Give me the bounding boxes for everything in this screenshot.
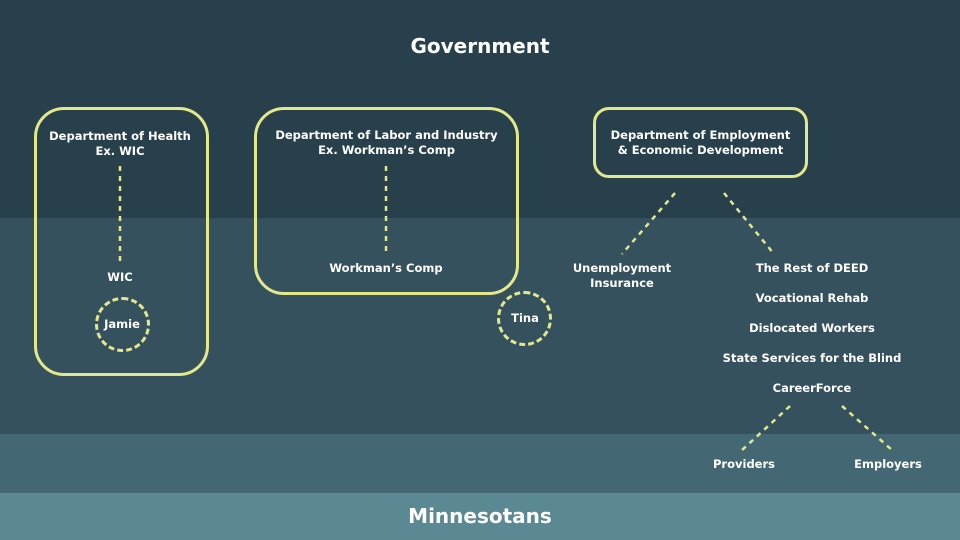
jamie-circle: [95, 297, 150, 352]
careerforce-to-employers-connector: [841, 405, 893, 451]
careerforce-label: CareerForce: [772, 381, 852, 395]
minnesotans-label: Minnesotans: [408, 504, 552, 528]
rest-of-deed-label: The Rest of DEED: [755, 261, 869, 275]
deed-to-ui-connector: [621, 192, 676, 255]
providers-label: Providers: [713, 457, 775, 471]
deed-to-rest-connector: [723, 192, 775, 255]
employers-label: Employers: [854, 457, 922, 471]
department-of-labor-box: [254, 107, 519, 295]
tina-circle: [497, 291, 552, 346]
careerforce-to-providers-connector: [741, 405, 791, 451]
labor-title: Department of Labor and Industry: [275, 128, 498, 142]
unemployment-insurance-line1: Unemployment: [572, 261, 672, 275]
vocational-rehab-label: Vocational Rehab: [755, 291, 869, 305]
state-services-blind-label: State Services for the Blind: [722, 351, 902, 365]
dislocated-workers-label: Dislocated Workers: [749, 321, 875, 335]
tina-label: Tina: [511, 311, 539, 325]
middle-band: [0, 218, 960, 434]
health-example: Ex. WIC: [95, 144, 145, 158]
department-of-health-box: [34, 107, 209, 376]
deed-box: [593, 107, 808, 178]
jamie-label: Jamie: [104, 317, 140, 331]
deed-title-line2: & Economic Development: [617, 143, 784, 157]
unemployment-insurance-line2: Insurance: [590, 276, 654, 290]
minnesotans-band: [0, 493, 960, 540]
health-title: Department of Health: [49, 129, 191, 143]
workmans-comp-label: Workman’s Comp: [329, 261, 443, 275]
government-label: Government: [410, 34, 550, 58]
labor-example: Ex. Workman’s Comp: [318, 143, 455, 157]
lower-band: [0, 434, 960, 493]
deed-title-line1: Department of Employment: [610, 128, 791, 142]
wic-label: WIC: [107, 270, 133, 284]
